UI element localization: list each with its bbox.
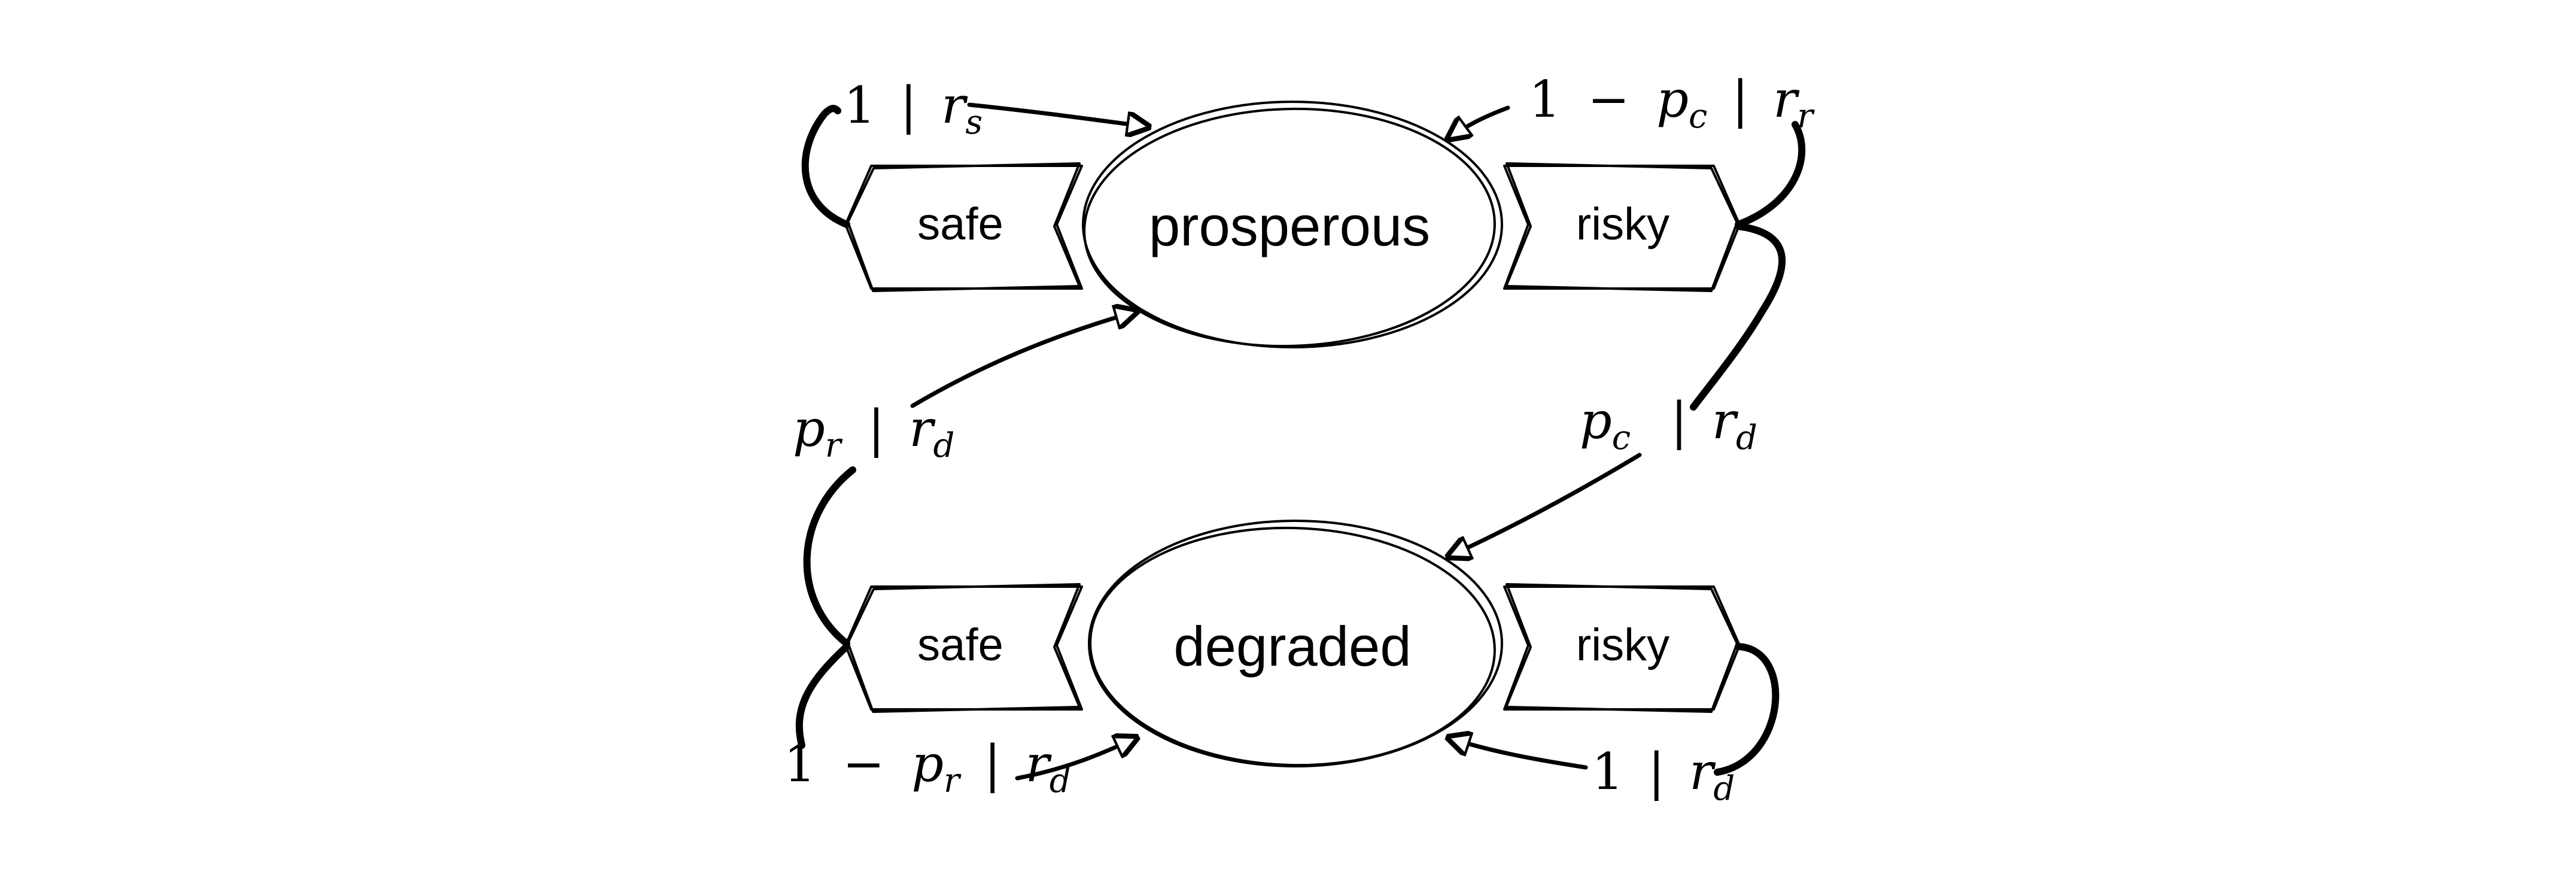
state-prosperous: prosperous bbox=[1082, 101, 1503, 348]
edge-degraded-safe-stay bbox=[795, 643, 1137, 781]
edge-prosperous-risky-collapse bbox=[1448, 223, 1786, 557]
action-prosperous-safe: safe bbox=[844, 162, 1083, 292]
state-degraded: degraded bbox=[1088, 520, 1503, 767]
edge-prosperous-risky-stay bbox=[1448, 105, 1806, 228]
state-label-degraded: degraded bbox=[1173, 615, 1411, 678]
action-degraded-risky: risky bbox=[1503, 583, 1741, 713]
action-label-degraded-safe: safe bbox=[917, 620, 1003, 670]
action-label-prosperous-risky: risky bbox=[1576, 199, 1669, 250]
action-prosperous-risky: risky bbox=[1503, 162, 1741, 292]
label-degraded-safe-recover: pr | rd bbox=[793, 399, 954, 469]
state-label-prosperous: prosperous bbox=[1149, 195, 1430, 257]
edge-prosperous-safe bbox=[801, 102, 1149, 228]
label-prosperous-risky-stay: 1 − pc | rr bbox=[1529, 70, 1815, 139]
edge-degraded-safe-recover bbox=[803, 311, 1137, 647]
label-degraded-risky: 1 | rd bbox=[1592, 742, 1735, 808]
action-label-prosperous-safe: safe bbox=[917, 199, 1003, 250]
label-prosperous-risky-collapse: pc | rd bbox=[1580, 392, 1757, 461]
label-prosperous-safe: 1 | rs bbox=[844, 76, 983, 142]
edge-degraded-risky bbox=[1448, 643, 1780, 776]
label-degraded-safe-stay: 1 − pr | rd bbox=[784, 735, 1071, 804]
action-degraded-safe: safe bbox=[844, 583, 1083, 713]
action-label-degraded-risky: risky bbox=[1576, 620, 1669, 670]
